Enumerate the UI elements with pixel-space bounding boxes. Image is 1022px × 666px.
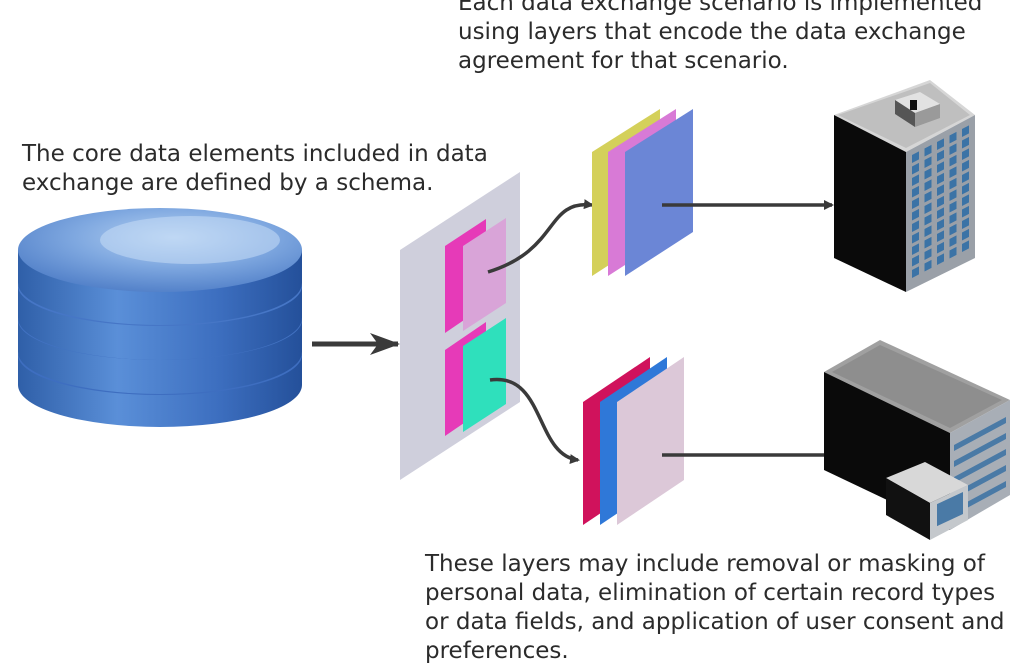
caption-scenario-layers: Each data exchange scenario is implement…	[458, 0, 983, 74]
office-building-icon	[824, 340, 1010, 540]
database-icon	[18, 208, 302, 427]
layer-stack-lower	[583, 357, 684, 525]
caption-schema: The core data elements included in data …	[22, 141, 488, 196]
schema-panel	[400, 172, 520, 480]
layer-stack-upper	[592, 109, 693, 276]
caption-layer-effects: These layers may include removal or mask…	[425, 551, 1005, 664]
connector-lower	[489, 377, 580, 465]
connector-upper	[487, 199, 594, 274]
office-tower-icon	[834, 80, 975, 292]
